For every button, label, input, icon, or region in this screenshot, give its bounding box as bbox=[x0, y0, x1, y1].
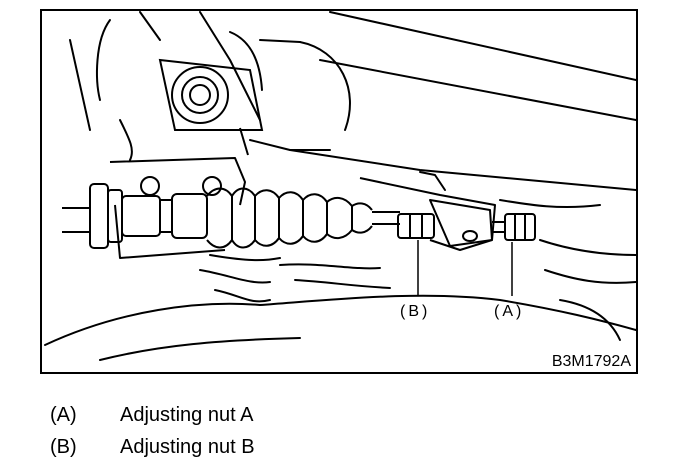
figure-id: B3M1792A bbox=[552, 353, 631, 370]
chassis-structure bbox=[69, 11, 637, 191]
adjuster-assembly bbox=[62, 183, 208, 249]
figure-frame bbox=[40, 9, 638, 374]
lower-bracket bbox=[109, 157, 246, 259]
transmission-case bbox=[44, 171, 637, 361]
legend-text-b: Adjusting nut B bbox=[120, 436, 255, 458]
callout-leaders bbox=[417, 240, 513, 296]
legend-item-b: (B) Adjusting nut B bbox=[50, 436, 255, 459]
legend-item-a: (A) Adjusting nut A bbox=[50, 404, 253, 427]
callout-a: (A) bbox=[494, 303, 524, 320]
rubber-boot bbox=[206, 187, 373, 249]
adjusting-nut-a bbox=[492, 213, 536, 241]
legend-key-b: (B) bbox=[50, 436, 77, 458]
adjusting-nut-b bbox=[397, 213, 435, 239]
legend-key-a: (A) bbox=[50, 404, 77, 426]
legend-text-a: Adjusting nut A bbox=[120, 404, 254, 426]
clevis-lever bbox=[429, 199, 493, 247]
mounting-bracket bbox=[158, 58, 264, 156]
callout-b: (B) bbox=[400, 303, 430, 320]
